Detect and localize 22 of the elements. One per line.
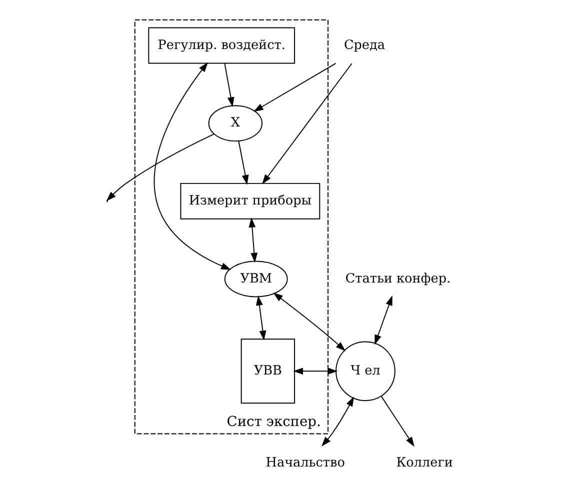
arrow	[224, 62, 234, 108]
arrow	[374, 296, 392, 345]
node-text: Начальство	[266, 456, 345, 471]
node-box: Измерит приборы	[180, 182, 320, 220]
node-ellipse: УВМ	[224, 260, 288, 298]
arrow	[106, 134, 214, 202]
node-text: Статьи конфер.	[345, 271, 451, 286]
node-box: УВВ	[240, 338, 296, 404]
node-ellipse: X	[208, 105, 262, 142]
arrow	[262, 63, 352, 184]
arrow	[254, 62, 336, 112]
arrow	[256, 295, 266, 341]
arrow	[238, 140, 249, 185]
node-text: Коллеги	[396, 456, 453, 471]
arrow	[248, 218, 258, 263]
arrow	[293, 368, 338, 375]
node-box: Регулир. воздейст.	[148, 27, 296, 64]
arrow	[273, 292, 346, 352]
arrow	[321, 396, 354, 446]
arrow	[154, 62, 231, 270]
arrow	[380, 396, 414, 447]
node-text: Среда	[344, 38, 386, 53]
